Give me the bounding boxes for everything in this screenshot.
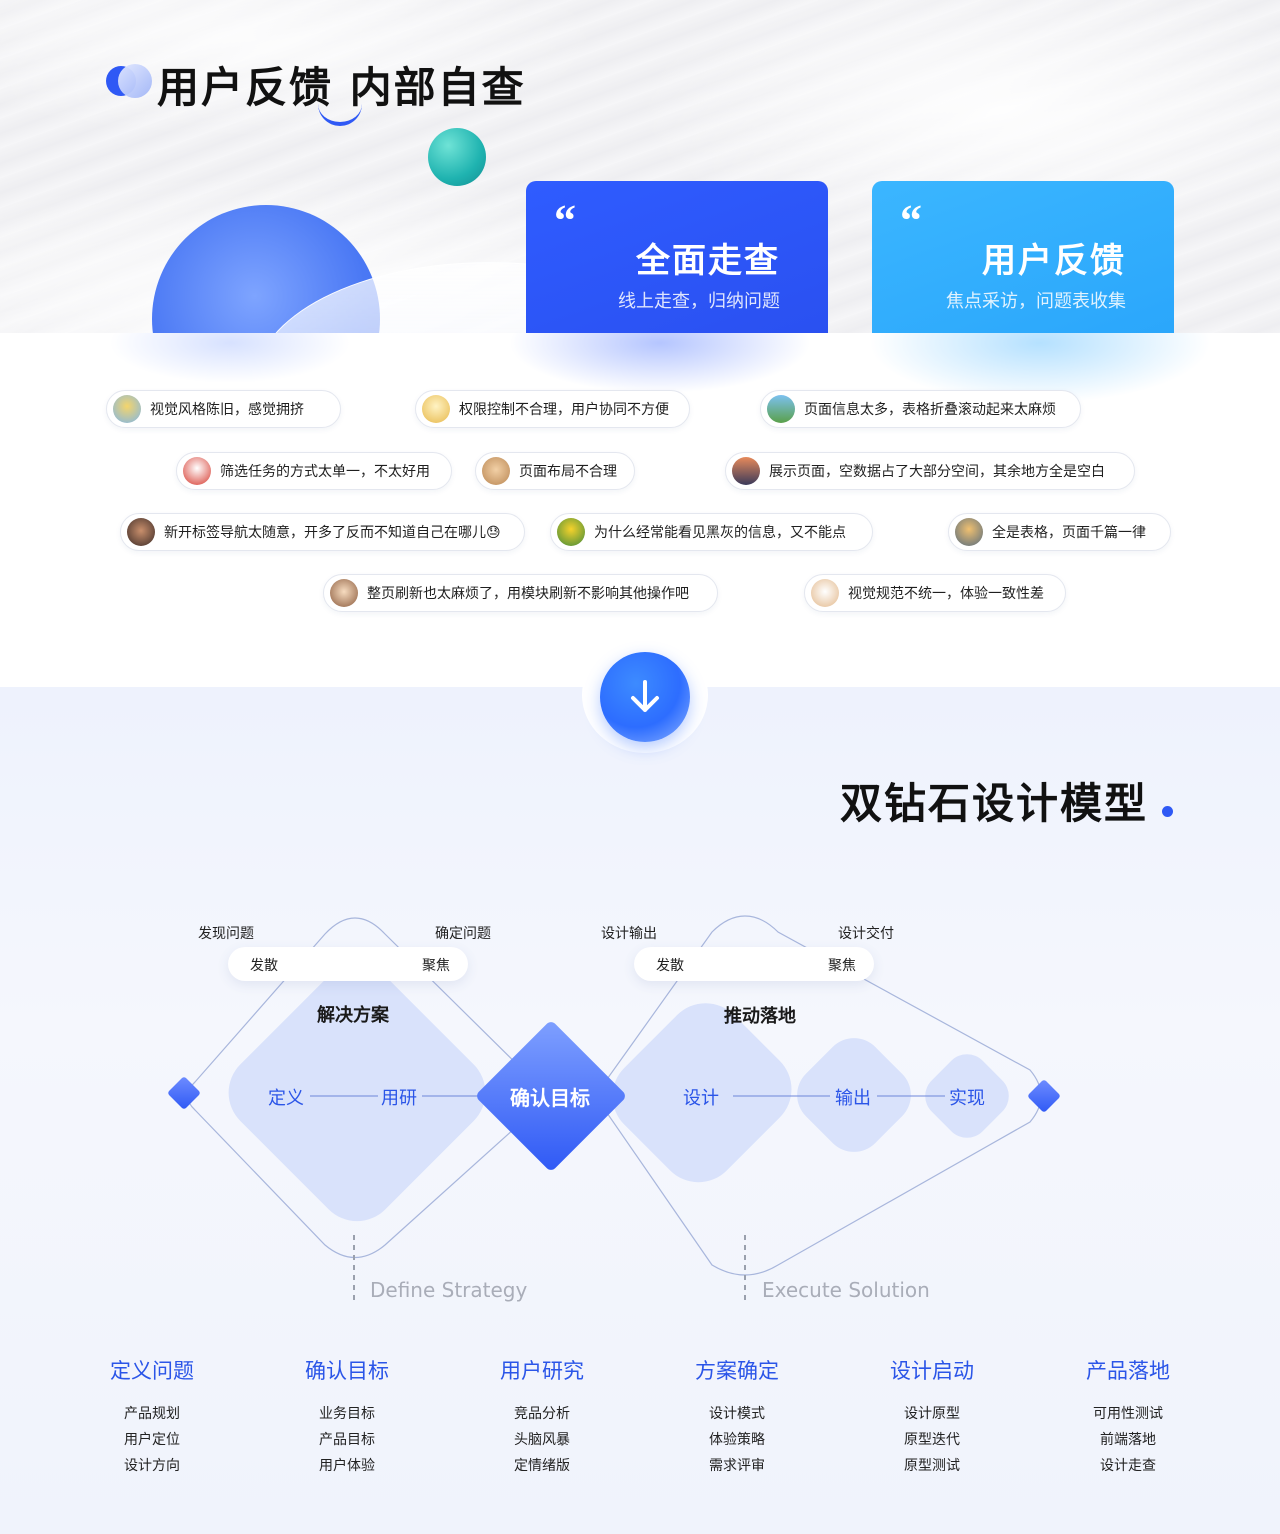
feedback-card-subtitle: 焦点采访，问题表收集 (946, 291, 1126, 312)
arrow-down-icon (631, 680, 659, 712)
stage-column: 用户研究 竞品分析 头脑风暴 定情绪版 (462, 1355, 622, 1479)
research-node: 用研 (381, 1088, 417, 1109)
focus-label: 聚焦 (422, 958, 450, 974)
stage-item: 可用性测试 (1093, 1406, 1163, 1422)
stage-item: 头脑风暴 (514, 1432, 570, 1448)
implementation-title: 推动落地 (724, 1006, 796, 1027)
execute-solution-label: Execute Solution (762, 1278, 930, 1302)
feedback-pill: 展示页面，空数据占了大部分空间，其余地方全是空白 (725, 452, 1135, 490)
feedback-card-title: 用户反馈 (982, 241, 1126, 281)
feedback-pill: 页面信息太多，表格折叠滚动起来太麻烦 (760, 390, 1081, 428)
right-diverge-focus-bar: 发散 聚焦 (634, 947, 874, 981)
avatar (955, 518, 983, 546)
audit-card-title: 全面走查 (636, 241, 780, 281)
avatar (330, 579, 358, 607)
teal-sphere-decoration (428, 128, 486, 186)
stage-item: 设计原型 (904, 1406, 960, 1422)
design-node: 设计 (683, 1088, 719, 1109)
stage-title: 方案确定 (695, 1359, 779, 1383)
discover-label: 发现问题 (198, 926, 254, 942)
stage-title: 产品落地 (1086, 1359, 1170, 1383)
focus-label: 聚焦 (828, 958, 856, 974)
stage-column: 确认目标 业务目标 产品目标 用户体验 (267, 1355, 427, 1479)
design-delivery-label: 设计交付 (838, 926, 894, 942)
avatar (422, 395, 450, 423)
output-node: 输出 (835, 1088, 871, 1109)
stage-column: 定义问题 产品规划 用户定位 设计方向 (72, 1355, 232, 1479)
feedback-card: “ 用户反馈 焦点采访，问题表收集 (872, 181, 1174, 341)
feedback-pill: 页面布局不合理 (475, 452, 635, 490)
feedback-pill: 筛选任务的方式太单一，不太好用 (176, 452, 452, 490)
stage-column: 方案确定 设计模式 体验策略 需求评审 (657, 1355, 817, 1479)
diverge-label: 发散 (656, 958, 684, 974)
stage-item: 体验策略 (709, 1432, 765, 1448)
realize-node: 实现 (949, 1088, 985, 1109)
design-diamond (612, 1003, 792, 1183)
output-diamond (797, 1038, 911, 1152)
confirm-goal-node: 确认目标 (510, 1086, 590, 1110)
avatar (557, 518, 585, 546)
stage-item: 产品规划 (124, 1406, 180, 1422)
stage-item: 用户体验 (319, 1458, 375, 1474)
start-marker (168, 1077, 200, 1109)
feedback-pill: 权限控制不合理，用户协同不方便 (415, 390, 690, 428)
stage-title: 用户研究 (500, 1359, 584, 1383)
avatar (732, 457, 760, 485)
feedback-pill: 整页刷新也太麻烦了，用模块刷新不影响其他操作吧 (323, 574, 718, 612)
stage-item: 设计模式 (709, 1406, 765, 1422)
stage-item: 前端落地 (1100, 1432, 1156, 1448)
double-diamond-diagram (168, 915, 1060, 1300)
avatar (811, 579, 839, 607)
solution-title: 解决方案 (317, 1005, 389, 1026)
avatar (113, 395, 141, 423)
stage-item: 原型迭代 (904, 1432, 960, 1448)
quote-icon: “ (900, 196, 922, 245)
avatar (183, 457, 211, 485)
feedback-pill: 为什么经常能看见黑灰的信息，又不能点 (550, 513, 873, 551)
stage-title: 设计启动 (890, 1359, 974, 1383)
end-marker (1028, 1080, 1060, 1112)
feedback-pill: 全是表格，页面千篇一律 (948, 513, 1171, 551)
avatar (127, 518, 155, 546)
model-title: 双钻石设计模型 (839, 779, 1148, 828)
stage-item: 用户定位 (124, 1432, 180, 1448)
stage-item: 设计走查 (1100, 1458, 1156, 1474)
title-dots-icon (106, 64, 152, 98)
stage-item: 定情绪版 (514, 1458, 570, 1474)
feedback-pill: 视觉规范不统一，体验一致性差 (804, 574, 1066, 612)
stage-title: 定义问题 (110, 1359, 194, 1383)
stage-item: 业务目标 (319, 1406, 375, 1422)
feedback-pill: 视觉风格陈旧，感觉拥挤 (106, 390, 341, 428)
feedback-pill: 新开标签导航太随意，开多了反而不知道自己在哪儿😓 (120, 513, 525, 551)
center-diamond (477, 1022, 625, 1170)
stage-item: 竞品分析 (514, 1406, 570, 1422)
right-diamond-outline (596, 915, 1042, 1276)
stage-item: 设计方向 (124, 1458, 180, 1474)
define-node: 定义 (268, 1088, 304, 1109)
audit-card-subtitle: 线上走查，归纳问题 (618, 291, 780, 312)
smile-decoration (318, 104, 362, 126)
audit-card: “ 全面走查 线上走查，归纳问题 (526, 181, 828, 341)
define-strategy-label: Define Strategy (370, 1278, 528, 1302)
avatar (767, 395, 795, 423)
define-diamond (228, 964, 486, 1222)
stage-title: 确认目标 (305, 1359, 389, 1383)
stage-item: 产品目标 (319, 1432, 375, 1448)
quote-icon: “ (554, 196, 576, 245)
title-dot-decoration (1162, 806, 1173, 817)
stage-column: 产品落地 可用性测试 前端落地 设计走查 (1048, 1355, 1208, 1479)
arrow-down-button[interactable] (600, 652, 690, 742)
diverge-label: 发散 (250, 958, 278, 974)
design-output-label: 设计输出 (601, 926, 657, 942)
avatar (482, 457, 510, 485)
stage-item: 需求评审 (709, 1458, 765, 1474)
stage-column: 设计启动 设计原型 原型迭代 原型测试 (852, 1355, 1012, 1479)
stage-item: 原型测试 (904, 1458, 960, 1474)
feedback-section (0, 333, 1280, 687)
define-problem-label: 确定问题 (435, 926, 491, 942)
left-diverge-focus-bar: 发散 聚焦 (228, 947, 468, 981)
realize-diamond (925, 1054, 1009, 1138)
